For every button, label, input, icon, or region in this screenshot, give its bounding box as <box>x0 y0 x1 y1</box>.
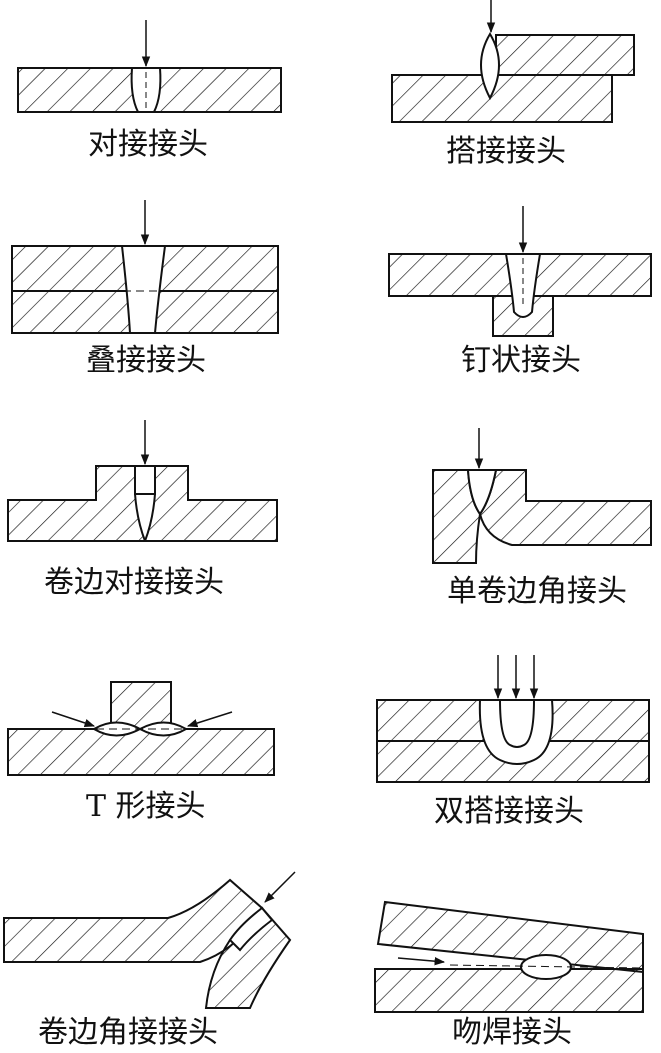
label-flanged-butt-joint: 卷边对接接头 <box>44 565 224 600</box>
t-joint-figure <box>7 681 275 776</box>
nail-joint-figure <box>388 206 652 337</box>
weld-arrow-left <box>51 711 95 727</box>
stacked-joint-figure <box>11 200 279 334</box>
single-flanged-corner-joint-figure <box>432 428 652 564</box>
label-t-joint: T 形接头 <box>86 789 206 824</box>
label-stacked-joint: 叠接接头 <box>86 343 206 378</box>
weld-arrow <box>397 956 446 966</box>
butt-joint-figure <box>17 20 282 113</box>
flanged-corner-joint-figure <box>3 871 296 1009</box>
label-single-flanged-corner-joint: 单卷边角接头 <box>447 574 627 609</box>
label-nail-joint: 钉状接头 <box>461 343 581 378</box>
label-kiss-joint: 吻焊接头 <box>452 1015 572 1050</box>
kiss-joint-figure <box>374 900 644 1013</box>
label-double-lap-joint: 双搭接接头 <box>434 794 584 829</box>
double-lap-joint-figure <box>376 655 650 783</box>
label-lap-joint: 搭接接头 <box>446 134 566 169</box>
flanged-butt-joint-figure <box>7 420 278 542</box>
lap-joint-figure <box>391 0 635 123</box>
weld-arrow-right <box>186 711 233 728</box>
weld-arrow <box>264 871 296 903</box>
label-flanged-corner-joint: 卷边角接接头 <box>38 1015 218 1050</box>
label-butt-joint: 对接接头 <box>88 127 208 162</box>
